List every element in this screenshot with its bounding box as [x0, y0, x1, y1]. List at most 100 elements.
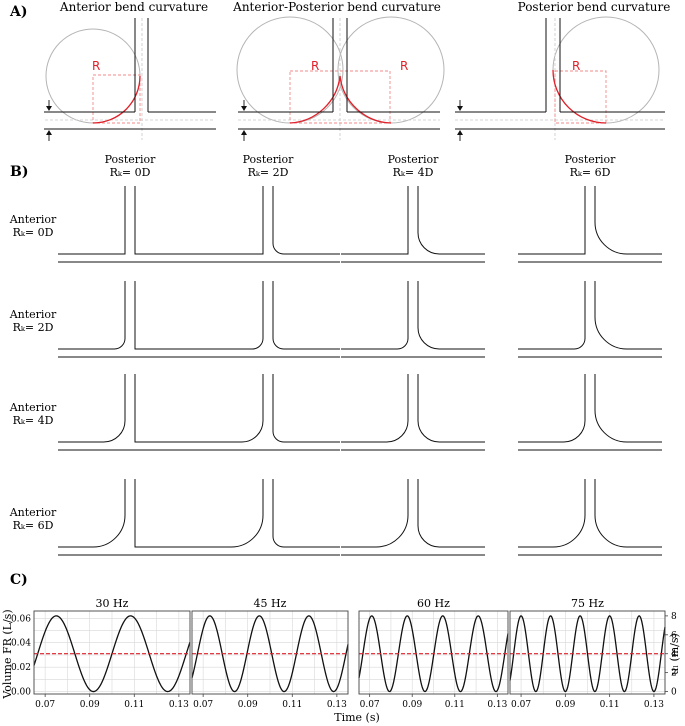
anterior-header-0: Anterior	[9, 213, 57, 226]
posterior-radius-label-2: Rₖ= 4D	[393, 166, 434, 179]
x-tick-label: 0.11	[445, 700, 465, 710]
vessel-wall-anterior	[341, 281, 409, 350]
anterior-header-1: Anterior	[9, 308, 57, 321]
junction-diagram-0-0	[58, 186, 202, 263]
panel-a-diagram-posterior: R	[455, 16, 665, 141]
posterior-header-2: Posterior	[388, 153, 440, 166]
junction-diagram-2-3	[518, 374, 662, 451]
posterior-header-1: Posterior	[243, 153, 295, 166]
anterior-header-3: Anterior	[9, 506, 57, 519]
x-tick-label: 0.09	[80, 700, 100, 710]
series-line	[191, 615, 349, 693]
vessel-wall-anterior	[58, 186, 126, 255]
radius-box	[554, 70, 607, 124]
vessel-wall-anterior	[196, 479, 264, 548]
vessel-wall-posterior	[594, 479, 662, 548]
x-tick-label: 0.11	[600, 700, 620, 710]
x-tick-label: 0.07	[193, 700, 213, 710]
anterior-radius-label-1: Rₖ= 2D	[13, 321, 54, 334]
vessel-wall-anterior	[518, 186, 586, 255]
vessel-wall-posterior	[417, 186, 485, 255]
junction-diagram-1-3	[518, 281, 662, 358]
junction-diagram-1-2	[341, 281, 485, 358]
plot-frame	[358, 610, 509, 695]
y-tick-label-right: 0	[671, 688, 677, 698]
anterior-radius-label-2: Rₖ= 4D	[13, 414, 54, 427]
x-tick-label: 0.13	[169, 700, 189, 710]
x-tick-label: 0.13	[487, 700, 507, 710]
x-tick-label: 0.13	[644, 700, 664, 710]
vessel-wall-anterior	[58, 374, 126, 443]
vessel-wall-posterior	[594, 374, 662, 443]
junction-diagram-1-1	[196, 281, 340, 358]
radius-label: R	[572, 59, 580, 73]
junction-diagram-2-0	[58, 374, 202, 451]
vessel-wall-anterior	[518, 374, 586, 443]
arrow-down-icon	[241, 100, 247, 111]
x-tick-label: 0.11	[282, 700, 302, 710]
x-tick-label: 0.09	[238, 700, 258, 710]
y-tick-label-left: 0.02	[11, 663, 31, 673]
chart-title: 60 Hz	[417, 597, 450, 610]
panel-b-grid	[58, 186, 662, 556]
series-line	[358, 615, 509, 693]
x-tick-label: 0.09	[555, 700, 575, 710]
vessel-wall-anterior	[196, 374, 264, 443]
radius-label: R	[92, 59, 100, 73]
vessel-wall-anterior	[341, 374, 409, 443]
junction-diagram-1-0	[58, 281, 202, 358]
panel-a-title-1: Anterior bend curvature	[59, 0, 208, 14]
arrow-up-icon	[46, 130, 52, 141]
x-tick-label: 0.07	[360, 700, 380, 710]
vessel-wall-posterior	[272, 374, 340, 443]
vessel-wall-posterior	[134, 374, 202, 443]
panel-a-diagram-anterior-posterior: R R	[236, 16, 445, 141]
y-axis-label-left: Volume FR (L/s)	[1, 609, 14, 699]
bend-arc	[552, 69, 607, 124]
junction-diagram-2-2	[341, 374, 485, 451]
flow-chart-60hz: 60 Hz 0.07 0.09 0.11 0.13	[358, 597, 509, 710]
posterior-radius-label-1: Rₖ= 2D	[248, 166, 289, 179]
panel-a-label: A)	[9, 4, 28, 20]
vessel-wall-anterior	[341, 479, 409, 548]
vessel-wall-posterior	[594, 281, 662, 350]
x-tick-label: 0.09	[402, 700, 422, 710]
vessel-wall-anterior	[196, 186, 264, 255]
vessel-wall-posterior	[417, 281, 485, 350]
posterior-radius-label-3: Rₖ= 6D	[570, 166, 611, 179]
vessel-wall-posterior	[417, 374, 485, 443]
y-tick-label-right: 6	[671, 631, 677, 641]
anterior-radius-label-3: Rₖ= 6D	[13, 519, 54, 532]
bend-arc	[339, 75, 392, 124]
arrow-down-icon	[46, 100, 52, 111]
bend-arc	[92, 75, 141, 124]
posterior-radius-label-0: Rₖ= 0D	[110, 166, 151, 179]
vessel-wall-anterior	[196, 281, 264, 350]
y-tick-label-right: 4	[671, 650, 677, 660]
junction-diagram-3-0	[58, 479, 202, 556]
vessel-wall-posterior	[417, 479, 485, 548]
vessel-wall-posterior	[134, 479, 202, 548]
vessel-wall-anterior	[58, 479, 126, 548]
junction-diagram-2-1	[196, 374, 340, 451]
vessel-wall-posterior	[594, 186, 662, 255]
anterior-header-2: Anterior	[9, 401, 57, 414]
chart-title: 30 Hz	[96, 597, 129, 610]
junction-diagram-3-2	[341, 479, 485, 556]
y-tick-label-left: 0.06	[11, 614, 31, 624]
vessel-wall-anterior	[341, 186, 409, 255]
panel-c-label: C)	[10, 572, 28, 588]
junction-diagram-0-3	[518, 186, 662, 263]
posterior-header-0: Posterior	[105, 153, 157, 166]
panel-b-label: B)	[10, 164, 28, 180]
radius-label: R	[311, 59, 319, 73]
x-tick-label: 0.13	[327, 700, 347, 710]
posterior-header-3: Posterior	[565, 153, 617, 166]
panel-a-diagram-anterior: R	[44, 18, 216, 141]
